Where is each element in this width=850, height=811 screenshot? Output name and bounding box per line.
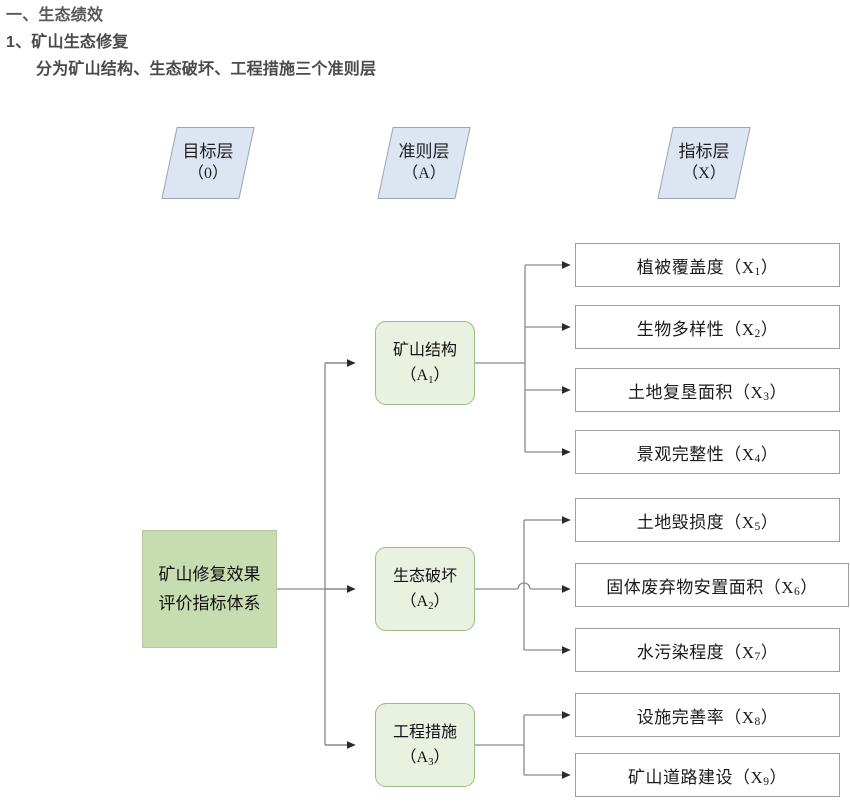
- indicator-box-x9-label: 矿山道路建设（X9）: [627, 767, 788, 789]
- indicator-box-x6-label: 固体废弃物安置面积（X6）: [606, 577, 818, 599]
- indicator-box-x3-label: 土地复垦面积（X3）: [627, 382, 788, 404]
- layer-header-criteria: 准则层 （A）: [377, 127, 471, 199]
- layer-header-goal: 目标层 （0）: [161, 127, 255, 199]
- indicator-box-x5[interactable]: 土地毁损度（X5）: [575, 498, 840, 542]
- criteria-box-a3-title: 工程措施: [392, 724, 457, 741]
- layer-header-indicator: 指标层 （X）: [657, 127, 751, 199]
- heading-line-2: 1、矿山生态修复: [6, 34, 129, 51]
- indicator-box-x8[interactable]: 设施完善率（X8）: [575, 693, 840, 737]
- indicator-box-x1-label: 植被覆盖度（X1）: [636, 257, 779, 279]
- indicator-box-x4-label: 景观完整性（X4）: [636, 444, 779, 466]
- criteria-box-a2[interactable]: 生态破坏 （A2）: [375, 547, 475, 631]
- criteria-box-a3-code: （A3）: [400, 749, 450, 768]
- criteria-box-a1-code: （A1）: [400, 367, 450, 386]
- criteria-box-a1[interactable]: 矿山结构 （A1）: [375, 321, 475, 405]
- indicator-box-x8-label: 设施完善率（X8）: [636, 707, 779, 729]
- heading-line-1: 一、生态绩效: [6, 7, 104, 24]
- layer-header-indicator-title: 指标层: [678, 142, 730, 161]
- indicator-box-x1[interactable]: 植被覆盖度（X1）: [575, 243, 840, 287]
- indicator-box-x2[interactable]: 生物多样性（X2）: [575, 305, 840, 349]
- heading-line-3: 分为矿山结构、生态破坏、工程措施三个准则层: [36, 61, 377, 78]
- indicator-box-x4[interactable]: 景观完整性（X4）: [575, 430, 840, 474]
- layer-header-goal-code: （0）: [187, 165, 228, 182]
- criteria-box-a2-title: 生态破坏: [392, 568, 457, 585]
- layer-header-criteria-title: 准则层: [398, 142, 450, 161]
- heading-block: 一、生态绩效 1、矿山生态修复 分为矿山结构、生态破坏、工程措施三个准则层: [6, 2, 706, 83]
- criteria-box-a1-title: 矿山结构: [392, 342, 457, 359]
- goal-box[interactable]: 矿山修复效果评价指标体系: [142, 530, 277, 648]
- indicator-box-x7-label: 水污染程度（X7）: [636, 642, 779, 664]
- layer-header-criteria-code: （A）: [402, 165, 446, 182]
- criteria-box-a2-code: （A2）: [400, 593, 450, 612]
- indicator-box-x7[interactable]: 水污染程度（X7）: [575, 628, 840, 672]
- indicator-box-x9[interactable]: 矿山道路建设（X9）: [575, 753, 840, 797]
- indicator-box-x6[interactable]: 固体废弃物安置面积（X6）: [575, 563, 849, 607]
- criteria-box-a3[interactable]: 工程措施 （A3）: [375, 703, 475, 787]
- indicator-box-x2-label: 生物多样性（X2）: [636, 319, 779, 341]
- layer-header-indicator-code: （X）: [682, 165, 726, 182]
- layer-header-goal-title: 目标层: [182, 142, 234, 161]
- indicator-box-x3[interactable]: 土地复垦面积（X3）: [575, 368, 840, 412]
- indicator-box-x5-label: 土地毁损度（X5）: [636, 512, 779, 534]
- goal-box-label: 矿山修复效果评价指标体系: [158, 565, 261, 613]
